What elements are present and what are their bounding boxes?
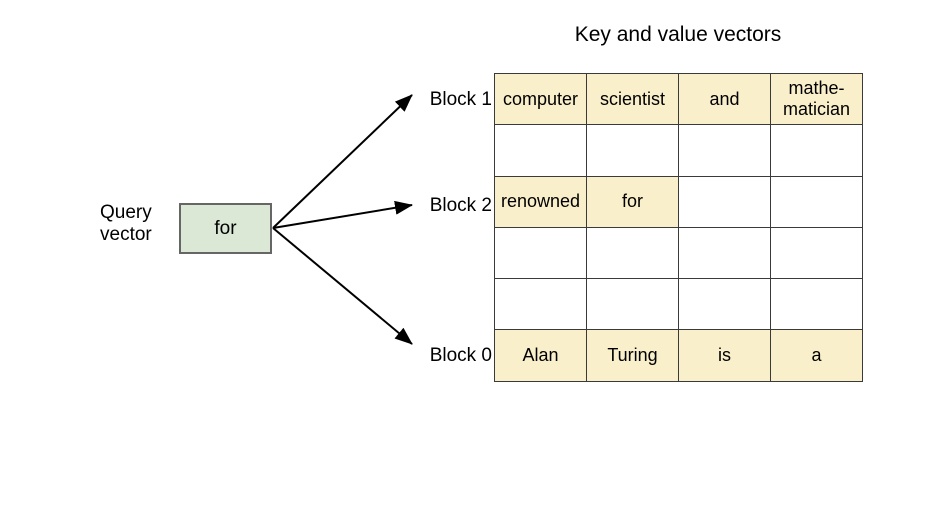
table-row: renowned for [494, 175, 863, 228]
kv-cell-token[interactable]: for [586, 175, 679, 228]
table-row [494, 278, 863, 331]
query-vector-label-line2: vector [100, 224, 152, 245]
query-vector-label: Query vector [100, 202, 174, 246]
arrow-to-block-1 [272, 94, 413, 229]
kv-cell-empty[interactable] [586, 124, 679, 177]
kv-cell-empty[interactable] [770, 124, 863, 177]
kv-cell-token[interactable]: a [770, 329, 863, 382]
kv-cell-token[interactable]: computer [494, 72, 587, 126]
block-label-0: Block 0 [429, 345, 492, 366]
kv-cell-empty[interactable] [770, 226, 863, 280]
query-token-box[interactable]: for [179, 203, 272, 254]
kv-cell-empty[interactable] [770, 175, 863, 228]
kv-cell-token[interactable]: scientist [586, 72, 679, 126]
kv-cell-text: mathe-matician [782, 78, 851, 120]
kv-cell-empty[interactable] [494, 124, 587, 177]
key-value-vector-table: computer scientist and mathe-matician renown… [494, 72, 863, 382]
kv-cell-empty[interactable] [586, 278, 679, 331]
kv-cell-text: computer [502, 88, 579, 109]
kv-cell-text: scientist [599, 88, 666, 109]
kv-cell-empty[interactable] [770, 278, 863, 331]
kv-cell-token[interactable]: and [678, 72, 771, 126]
kv-cell-empty[interactable] [678, 226, 771, 280]
kv-cell-text: renowned [500, 191, 581, 212]
kv-cell-text: Turing [607, 345, 658, 366]
page-title: Key and value vectors [574, 23, 782, 46]
table-row: computer scientist and mathe-matician [494, 72, 863, 126]
kv-cell-token[interactable]: is [678, 329, 771, 382]
kv-cell-empty[interactable] [678, 175, 771, 228]
kv-cell-token[interactable]: renowned [494, 175, 587, 228]
query-vector-label-line1: Query [100, 202, 152, 223]
table-row [494, 124, 863, 177]
table-row [494, 226, 863, 280]
kv-cell-text: for [621, 191, 643, 212]
arrow-to-block-0 [272, 227, 413, 345]
kv-cell-token[interactable]: Turing [586, 329, 679, 382]
kv-cell-text: and [709, 88, 740, 109]
block-label-1: Block 1 [429, 89, 492, 110]
kv-cell-token[interactable]: Alan [494, 329, 587, 382]
kv-cell-empty[interactable] [494, 226, 587, 280]
kv-cell-token[interactable]: mathe-matician [770, 72, 863, 126]
kv-cell-empty[interactable] [494, 278, 587, 331]
query-token-text: for [214, 217, 237, 239]
table-row: Alan Turing is a [494, 329, 863, 382]
arrow-to-block-2 [272, 200, 413, 229]
kv-cell-text: Alan [522, 345, 559, 366]
kv-table-body: computer scientist and mathe-matician renown… [494, 72, 863, 382]
kv-cell-empty[interactable] [678, 278, 771, 331]
kv-cell-empty[interactable] [586, 226, 679, 280]
kv-cell-empty[interactable] [678, 124, 771, 177]
kv-cell-text: a [811, 345, 822, 366]
kv-cell-text: is [718, 345, 731, 366]
block-label-2: Block 2 [429, 195, 492, 216]
